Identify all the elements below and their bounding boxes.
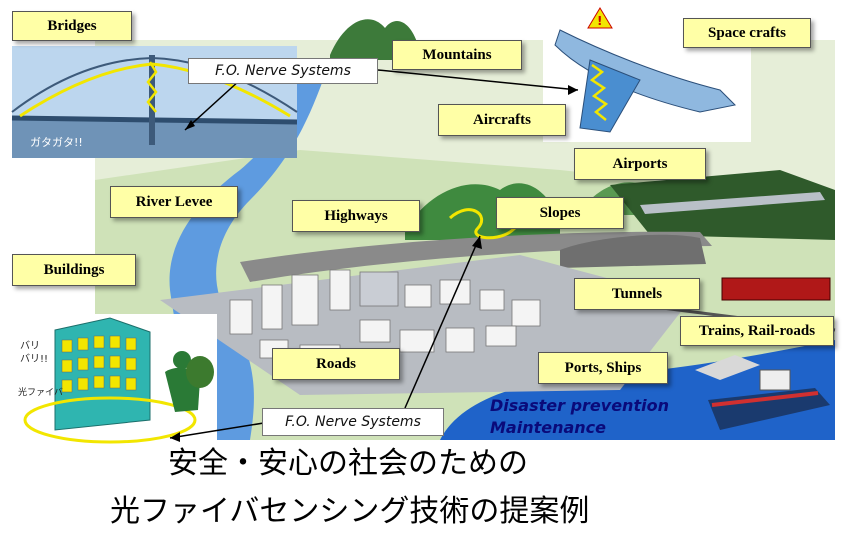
city-buildings (229, 269, 541, 366)
airport-runway (640, 192, 825, 214)
building-sound-text-2: バリ!! (20, 353, 48, 365)
warning-icon (587, 7, 613, 29)
pointer-bottom-slope (404, 235, 481, 409)
pointer-top-bridge (184, 79, 241, 131)
label-trains-rail-roads: Trains, Rail-roads (680, 316, 834, 346)
label-tunnels: Tunnels (574, 278, 700, 310)
spacecraft-fiber (589, 63, 609, 121)
title-line-1: 安全・安心の社会のための (168, 446, 528, 481)
building-fiber-text: 光ファイバ (18, 386, 63, 398)
warning-mark: ! (597, 14, 602, 28)
label-highways: Highways (292, 200, 420, 232)
figure-sack (186, 356, 214, 388)
label-buildings: Buildings (12, 254, 136, 286)
pointer-top-bridge-head (185, 120, 195, 130)
building-windows (61, 335, 137, 393)
label-slopes: Slopes (496, 197, 624, 229)
building-fiber-loop (23, 396, 197, 444)
maintenance-text: Maintenance (490, 418, 607, 437)
label-space-crafts: Space crafts (683, 18, 811, 48)
tunnel-portal-area (560, 234, 706, 268)
disaster-prevention-text: Disaster prevention (490, 396, 669, 415)
pointer-top-spacecraft (377, 69, 579, 91)
label-ports-ships: Ports, Ships (538, 352, 668, 384)
label-river-levee: River Levee (110, 186, 238, 218)
title-line-2: 光ファイバセンシング技術の提案例 (110, 494, 590, 529)
port-pier (695, 355, 760, 380)
tower-fiber (146, 61, 158, 113)
pointer-bottom-building-head (170, 432, 180, 442)
label-aircrafts: Aircrafts (438, 104, 566, 136)
label-bridges: Bridges (12, 11, 132, 41)
label-roads: Roads (272, 348, 400, 380)
ship-bridge (759, 369, 791, 391)
figure-head (173, 351, 191, 369)
ship-stripe (711, 391, 819, 407)
label-mountains: Mountains (392, 40, 522, 70)
building-sound-text-1: バリ (20, 340, 40, 352)
pointer-bottom-building (169, 421, 271, 439)
fo-nerve-top-box: F.O. Nerve Systems (188, 58, 378, 84)
train (721, 277, 831, 301)
fo-nerve-bottom-box: F.O. Nerve Systems (262, 408, 444, 436)
pointer-top-spacecraft-head (568, 85, 578, 95)
building-body (54, 317, 151, 431)
bridge-cable (11, 56, 298, 113)
ship-hull (708, 388, 830, 430)
label-airports: Airports (574, 148, 706, 180)
bridge-sound-text: ガタガタ!! (30, 136, 83, 149)
pointer-bottom-slope-head (472, 236, 482, 249)
